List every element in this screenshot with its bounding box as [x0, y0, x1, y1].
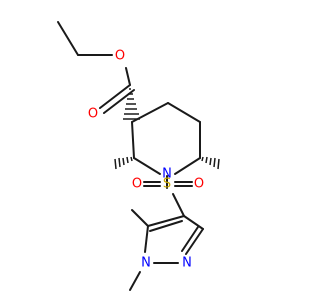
molecule-canvas: O O N S O O N N [57, 21, 220, 291]
atom-label-n-pyrazole-2: N [182, 256, 192, 271]
bond-n2-c3pyr-2 [181, 226, 199, 252]
bond-o-carbonylc [125, 67, 131, 86]
atom-label-o-sulfonyl-right: O [194, 177, 204, 192]
hashed-bond-c3-carbonyl [123, 88, 140, 120]
bond-c2-c3 [131, 121, 135, 159]
bond-c5pyr-n1 [144, 225, 149, 253]
bond-n2-c3pyr-1 [185, 228, 204, 255]
bond-c4pyr-c5pyr [147, 215, 185, 227]
bond-c3pyr-c4pyr [183, 215, 204, 230]
atom-label-n-ring: N [162, 167, 172, 182]
atom-label-o-ester: O [115, 49, 125, 64]
bond-c6-n [174, 157, 201, 175]
bond-c5pyr-methyl [131, 209, 149, 227]
bond-carbonyl-double-1 [99, 84, 131, 109]
atom-label-o-sulfonyl-left: O [132, 177, 142, 192]
bond-ethyl-ch3 [57, 21, 79, 56]
bond-n1-methyl [129, 271, 141, 291]
atom-label-o-carbonyl: O [88, 107, 98, 122]
hashed-bond-c2-methyl [114, 156, 133, 170]
structure-drawing: O O N S O O N N [57, 21, 220, 291]
atom-label-s-sulfonyl: S [163, 177, 171, 192]
bond-c3-c4 [131, 102, 169, 123]
atom-label-n-pyrazole-1: N [141, 256, 151, 271]
bond-c4-c5 [167, 102, 201, 123]
bond-c4pyr-c5pyr-inner [149, 220, 183, 232]
hashed-bond-c6-methyl [201, 156, 220, 170]
bond-s-c4pyr [172, 193, 185, 217]
bond-n-c2 [133, 157, 161, 175]
